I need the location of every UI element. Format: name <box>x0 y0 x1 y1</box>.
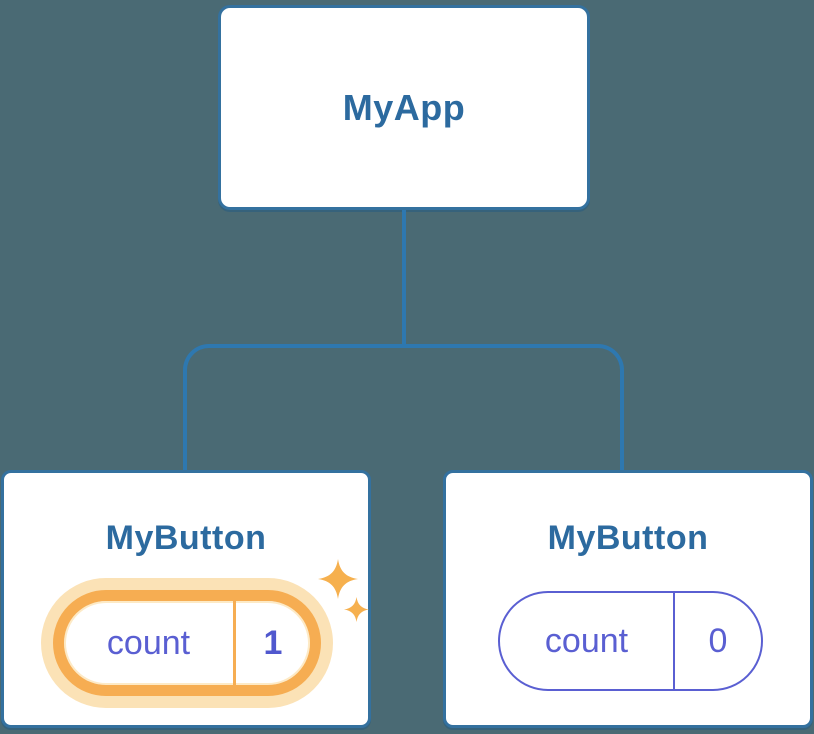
state-name-label: count <box>544 621 629 660</box>
state-pill: count 0 <box>498 591 763 691</box>
connector-stem-line <box>402 210 406 348</box>
tree-node-myapp: MyApp <box>218 5 590 210</box>
tree-node-mybutton-right: MyButton count 0 <box>443 470 813 728</box>
node-label-mybutton-left: MyButton <box>105 519 267 557</box>
state-value-label: 1 <box>263 623 283 662</box>
state-value-label: 0 <box>708 621 728 660</box>
sparkle-icon <box>318 559 358 599</box>
state-pill-highlighted: count 1 <box>53 590 321 696</box>
state-pill-divider <box>673 593 675 689</box>
state-name-label: count <box>106 623 191 662</box>
node-label-myapp: MyApp <box>342 86 466 128</box>
tree-node-mybutton-left: MyButton count 1 <box>1 470 371 728</box>
sparkle-icon <box>344 597 369 622</box>
node-label-mybutton-right: MyButton <box>547 519 709 557</box>
state-pill-divider <box>233 601 236 685</box>
connector-branch-bracket <box>183 344 624 472</box>
